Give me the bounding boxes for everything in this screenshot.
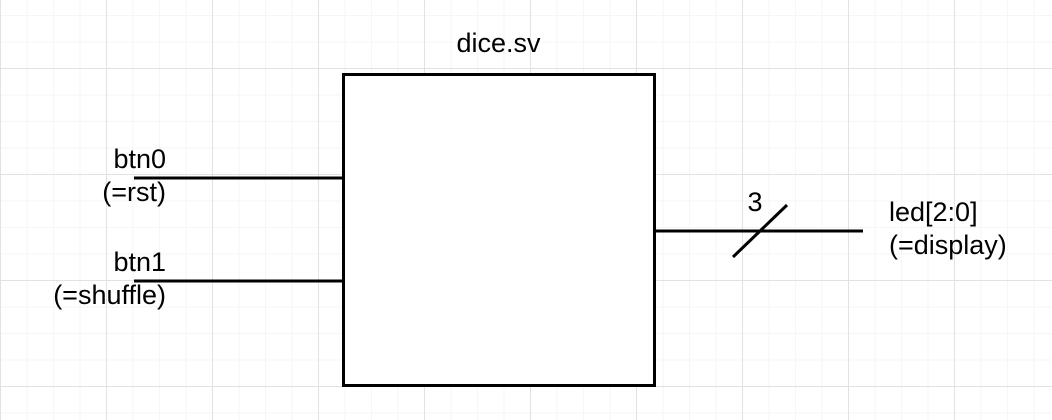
input-label-btn1: btn1 (=shuffle) xyxy=(0,246,166,312)
output-signal-alias-led: (=display) xyxy=(889,230,1007,260)
input-signal-alias-btn1: (=shuffle) xyxy=(53,280,166,310)
bus-width-label: 3 xyxy=(747,187,763,217)
input-label-btn0: btn0 (=rst) xyxy=(0,143,166,209)
module-title: dice.sv xyxy=(456,28,541,58)
output-signal-name-led: led[2:0] xyxy=(889,197,978,227)
module-box[interactable] xyxy=(342,73,656,387)
input-signal-name-btn0: btn0 xyxy=(113,144,166,174)
bus-width-slash-icon xyxy=(731,203,789,259)
input-signal-name-btn1: btn1 xyxy=(113,247,166,277)
input-signal-alias-btn0: (=rst) xyxy=(102,177,166,207)
output-label-led: led[2:0] (=display) xyxy=(889,196,1052,262)
